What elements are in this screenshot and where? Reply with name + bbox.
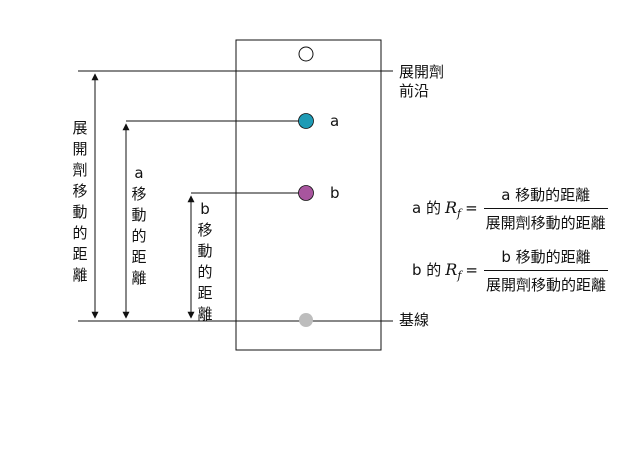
spot-b-label: b bbox=[330, 184, 340, 202]
rf-formula-b-lhs: b 的 Rf = bbox=[412, 259, 478, 282]
rf-formula-a-prefix: a 的 bbox=[412, 198, 441, 217]
rf-symbol-b: Rf bbox=[445, 259, 462, 283]
rf-formula-a-fraction: a 移動的距離 展開劑移動的距離 bbox=[483, 184, 608, 233]
rf-formula-b-numerator: b 移動的距離 bbox=[501, 248, 591, 266]
b-distance-label: b移動的距離 bbox=[197, 200, 213, 323]
rf-formula-a-denominator: 展開劑移動的距離 bbox=[483, 208, 608, 233]
a-distance-label: a移動的距離 bbox=[131, 164, 147, 287]
rf-formula-a-lhs: a 的 Rf = bbox=[412, 197, 478, 220]
baseline-spot bbox=[299, 313, 313, 327]
rf-formula-b-prefix: b 的 bbox=[412, 260, 442, 279]
solvent-front-label-line1: 展開劑 bbox=[399, 63, 445, 81]
rf-formula-b: b 的 Rf = b 移動的距離 展開劑移動的距離 bbox=[412, 246, 609, 295]
spot-a-label: a bbox=[330, 112, 340, 130]
rf-symbol-a: Rf bbox=[444, 197, 462, 221]
rf-formula-b-denominator: 展開劑移動的距離 bbox=[484, 270, 609, 295]
spot-b bbox=[298, 185, 314, 201]
baseline-label: 基線 bbox=[399, 311, 430, 329]
rf-formula-a-numerator: a 移動的距離 bbox=[501, 186, 591, 204]
rf-formula-a: a 的 Rf = a 移動的距離 展開劑移動的距離 bbox=[412, 184, 608, 233]
rf-formula-b-fraction: b 移動的距離 展開劑移動的距離 bbox=[484, 246, 609, 295]
solvent-front-label-line2: 前沿 bbox=[399, 82, 430, 100]
tlc-plate bbox=[235, 39, 382, 351]
rf-formula-a-equals: = bbox=[465, 198, 478, 217]
rf-formula-b-equals: = bbox=[465, 260, 478, 279]
spot-a bbox=[298, 113, 314, 129]
origin-spot bbox=[298, 46, 314, 62]
solvent-distance-label: 展開劑移動的距離 bbox=[72, 119, 88, 284]
